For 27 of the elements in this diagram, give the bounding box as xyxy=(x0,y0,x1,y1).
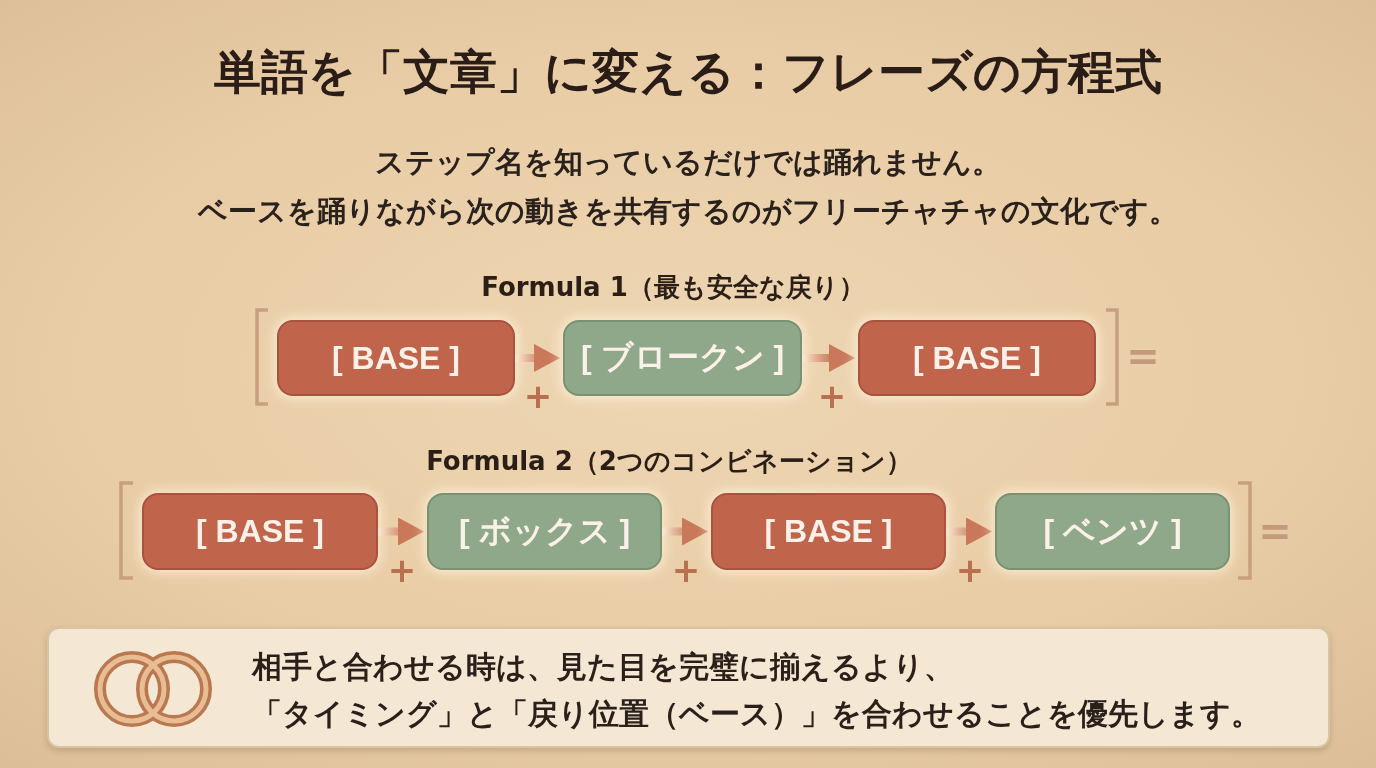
formula-heading: Formula 1（最も安全な戻り） xyxy=(481,273,865,303)
note-box xyxy=(47,627,1330,748)
note-text: 「タイミング」と「戻り位置（ベース）」を合わせることを優先します。 xyxy=(252,696,1261,732)
subtitle-text: ベースを踊りながら次の動きを共有するのがフリーチャチャの文化です。 xyxy=(198,195,1178,229)
equals-sign: = xyxy=(1126,333,1160,379)
plus-sign: + xyxy=(671,551,701,591)
step-box: [ ブロークン ] xyxy=(563,320,802,396)
formula-heading: Formula 2（2つのコンビネーション） xyxy=(426,447,912,477)
arrow xyxy=(946,517,992,546)
step-box: [ ベンツ ] xyxy=(995,493,1230,570)
plus-sign: + xyxy=(955,551,985,591)
arrow xyxy=(378,517,424,546)
title: 単語を「文章」に変える：フレーズの方程式 xyxy=(214,45,1162,99)
arrow xyxy=(802,344,855,372)
subtitle-text: ステップ名を知っているだけでは踊れません。 xyxy=(375,146,1001,180)
arrow xyxy=(662,517,708,546)
step-box: [ ボックス ] xyxy=(427,493,662,570)
plus-sign: + xyxy=(523,377,553,417)
note-text: 相手と合わせる時は、見た目を完璧に揃えるより、 xyxy=(252,649,954,685)
equals-sign: = xyxy=(1258,508,1292,554)
plus-sign: + xyxy=(817,377,847,417)
arrow xyxy=(515,344,560,372)
step-box: [ BASE ] xyxy=(858,320,1096,396)
plus-sign: + xyxy=(387,551,417,591)
step-box: [ BASE ] xyxy=(142,493,378,570)
step-box: [ BASE ] xyxy=(277,320,515,396)
step-box: [ BASE ] xyxy=(711,493,946,570)
